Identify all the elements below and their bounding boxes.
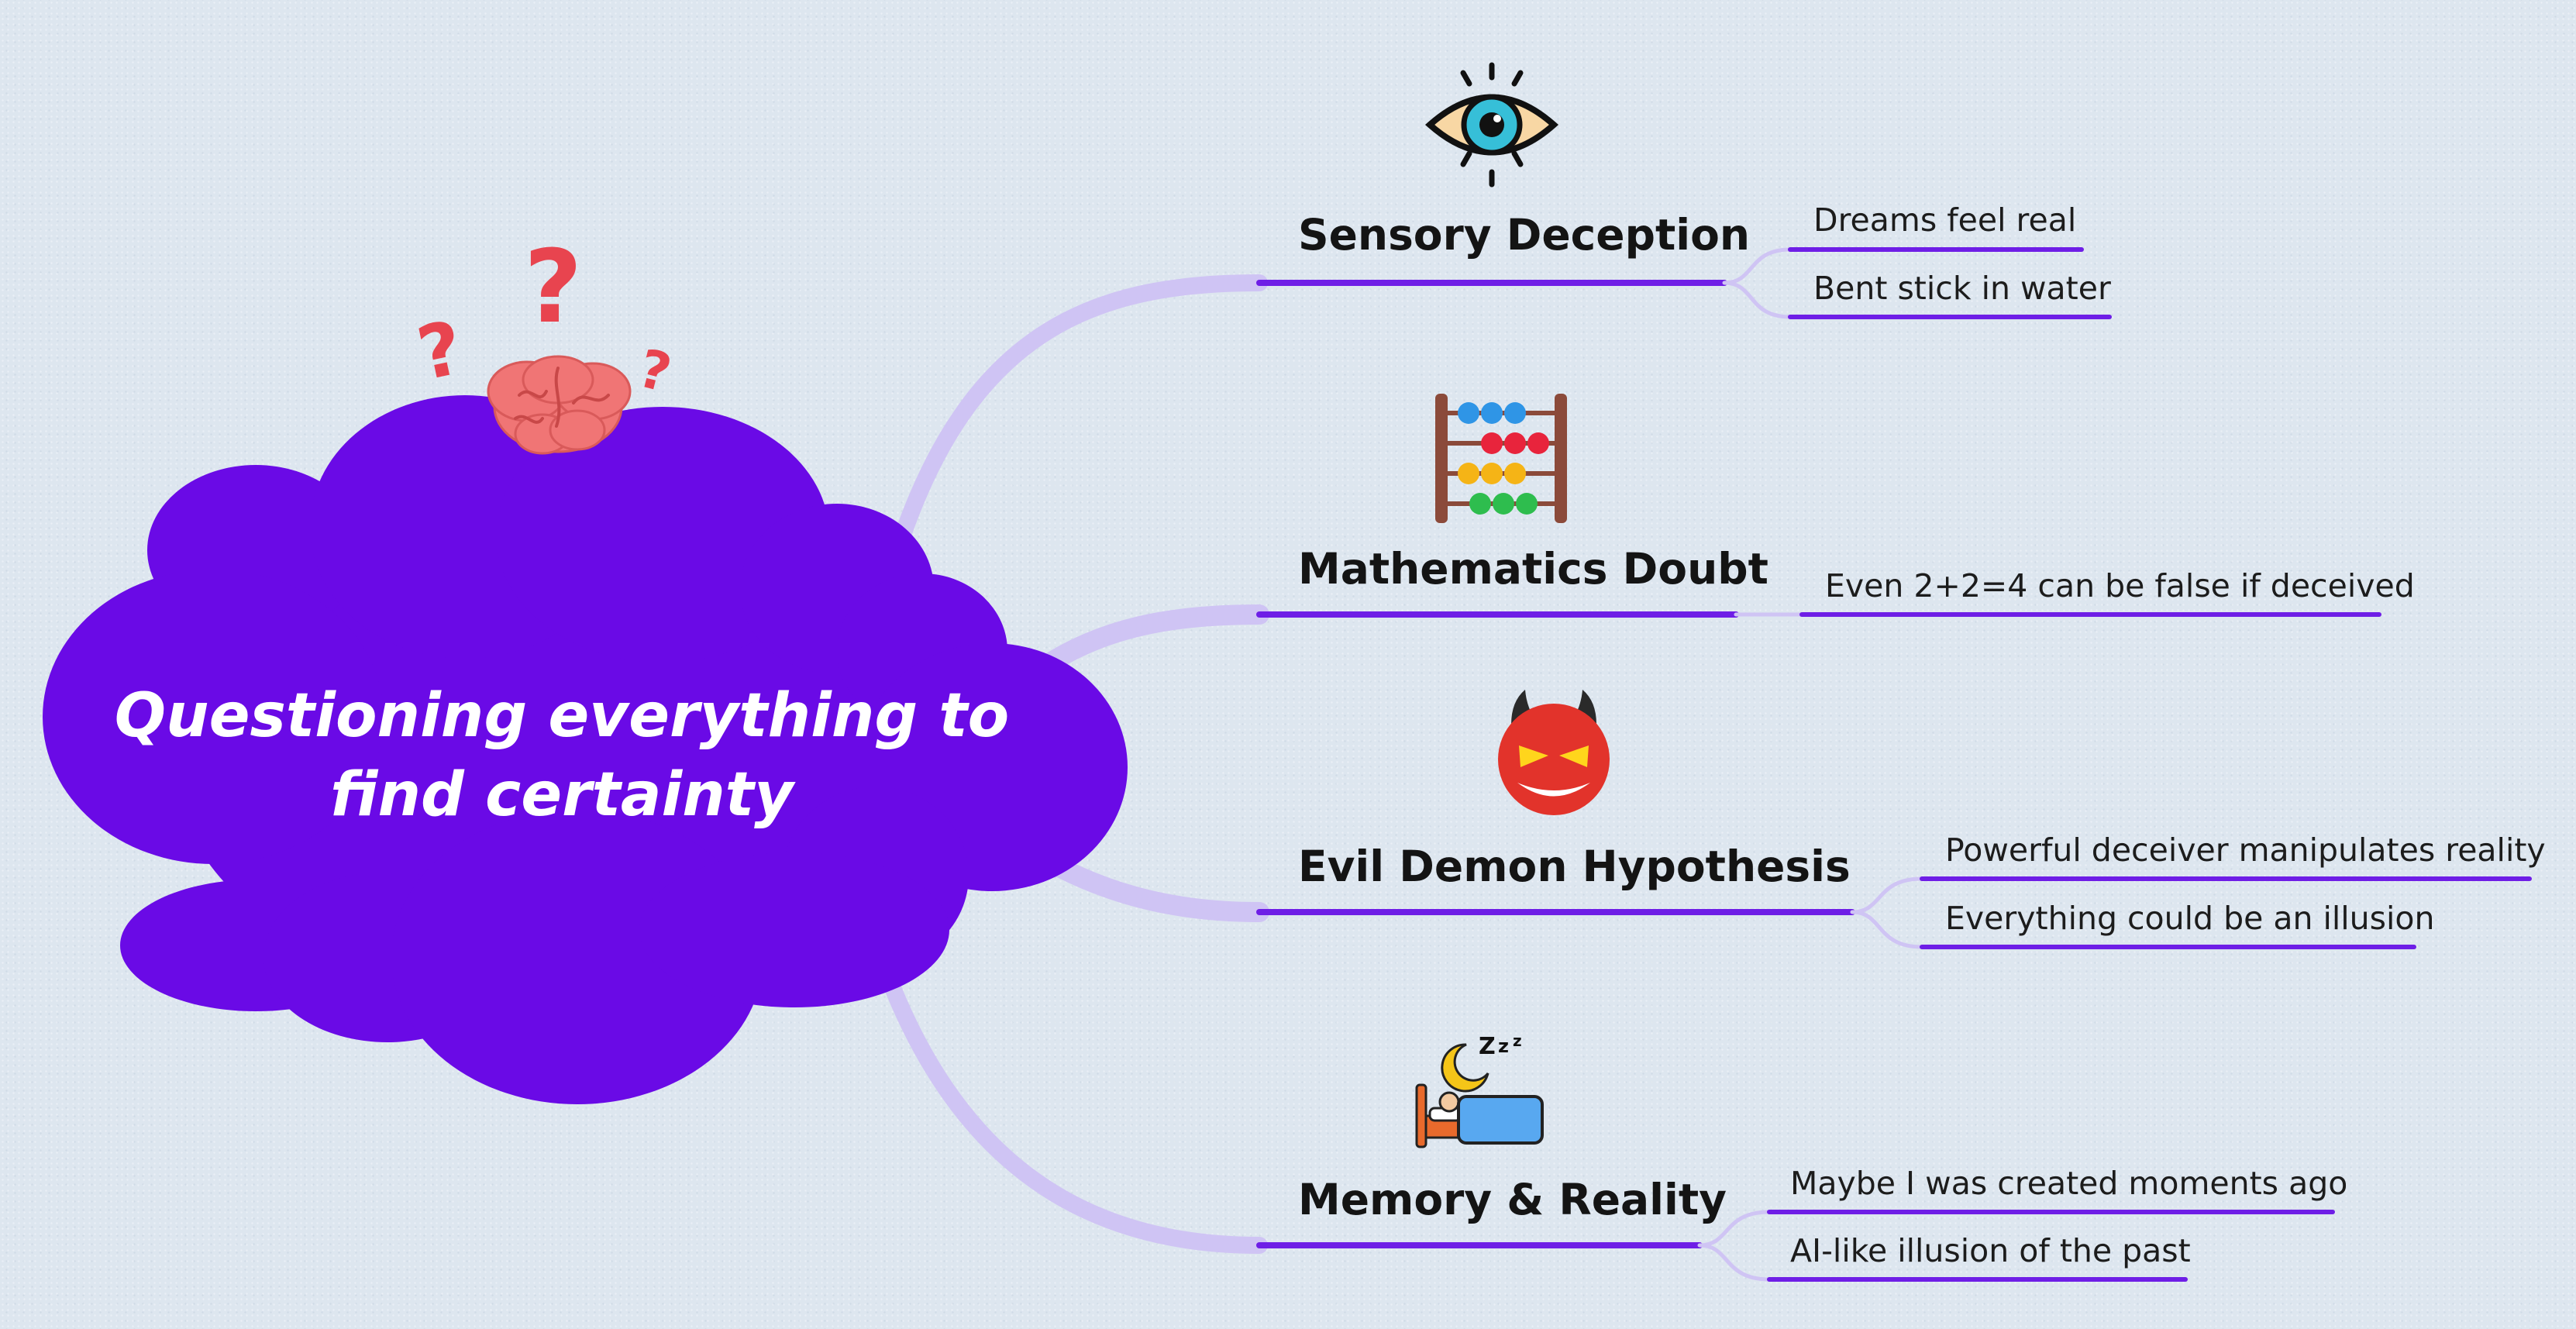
eye-icon: [1424, 62, 1559, 188]
svg-text:z: z: [1498, 1035, 1509, 1057]
leaf-label: Maybe I was created moments ago: [1790, 1165, 2347, 1202]
leaf-ai-like-illusion[interactable]: AI-like illusion of the past: [1767, 1232, 2191, 1282]
branch-evil-demon-hypothesis[interactable]: Evil Demon Hypothesis Powerful deceiver …: [1256, 690, 2546, 949]
leaf-bent-stick-in-water[interactable]: Bent stick in water: [1788, 270, 2112, 319]
leaf-label: Everything could be an illusion: [1945, 900, 2434, 937]
leaf-connector-memory: [1697, 1210, 1772, 1282]
svg-text:?: ?: [411, 305, 470, 398]
connector-memory: [883, 976, 1268, 1254]
leaf-label: Bent stick in water: [1813, 270, 2111, 307]
leaf-even-2-plus-2[interactable]: Even 2+2=4 can be false if deceived: [1799, 567, 2415, 617]
branch-mathematics-doubt[interactable]: Mathematics Doubt Even 2+2=4 can be fals…: [1256, 394, 2415, 618]
brain-question-icon: ? ? ?: [411, 228, 677, 455]
central-cloud: [43, 395, 1128, 1104]
leaf-dreams-feel-real[interactable]: Dreams feel real: [1788, 201, 2084, 252]
leaf-label: Powerful deceiver manipulates reality: [1945, 831, 2546, 869]
leaf-created-moments-ago[interactable]: Maybe I was created moments ago: [1767, 1165, 2347, 1214]
branch-memory-and-reality[interactable]: Z z z Memory & Reality Maybe I was creat…: [1256, 1031, 2347, 1282]
svg-text:Z: Z: [1479, 1033, 1496, 1060]
leaf-label: AI-like illusion of the past: [1790, 1232, 2191, 1269]
leaf-connector-demon: [1850, 876, 1924, 949]
leaf-connector-sensory: [1722, 247, 1793, 319]
leaf-label: Even 2+2=4 can be false if deceived: [1825, 567, 2415, 604]
central-title-line-1: Questioning everything to: [115, 681, 1009, 751]
connector-demon: [1036, 850, 1269, 922]
central-title-line-2: find certainty: [330, 760, 796, 830]
svg-text:z: z: [1513, 1031, 1522, 1050]
branch-label-mathematics-doubt: Mathematics Doubt: [1298, 544, 1768, 594]
branch-label-sensory-deception: Sensory Deception: [1298, 210, 1750, 260]
sleeping-bed-icon: Z z z: [1415, 1031, 1544, 1148]
branch-label-memory-and-reality: Memory & Reality: [1298, 1175, 1727, 1224]
central-connectors: [883, 274, 1269, 1254]
central-topic[interactable]: ? ? ? Questioning everything to find cer…: [43, 228, 1128, 1104]
connector-sensory: [894, 274, 1268, 543]
leaf-powerful-deceiver[interactable]: Powerful deceiver manipulates reality: [1920, 831, 2546, 881]
branch-label-evil-demon-hypothesis: Evil Demon Hypothesis: [1298, 842, 1851, 891]
svg-text:?: ?: [524, 228, 582, 346]
branch-sensory-deception[interactable]: Sensory Deception Dreams feel real Bent …: [1256, 62, 2112, 319]
leaf-everything-illusion[interactable]: Everything could be an illusion: [1920, 900, 2434, 949]
abacus-icon: [1435, 394, 1567, 523]
devil-icon: [1498, 690, 1610, 815]
leaf-label: Dreams feel real: [1813, 201, 2076, 239]
svg-text:?: ?: [632, 338, 677, 405]
connector-math: [1028, 604, 1269, 680]
